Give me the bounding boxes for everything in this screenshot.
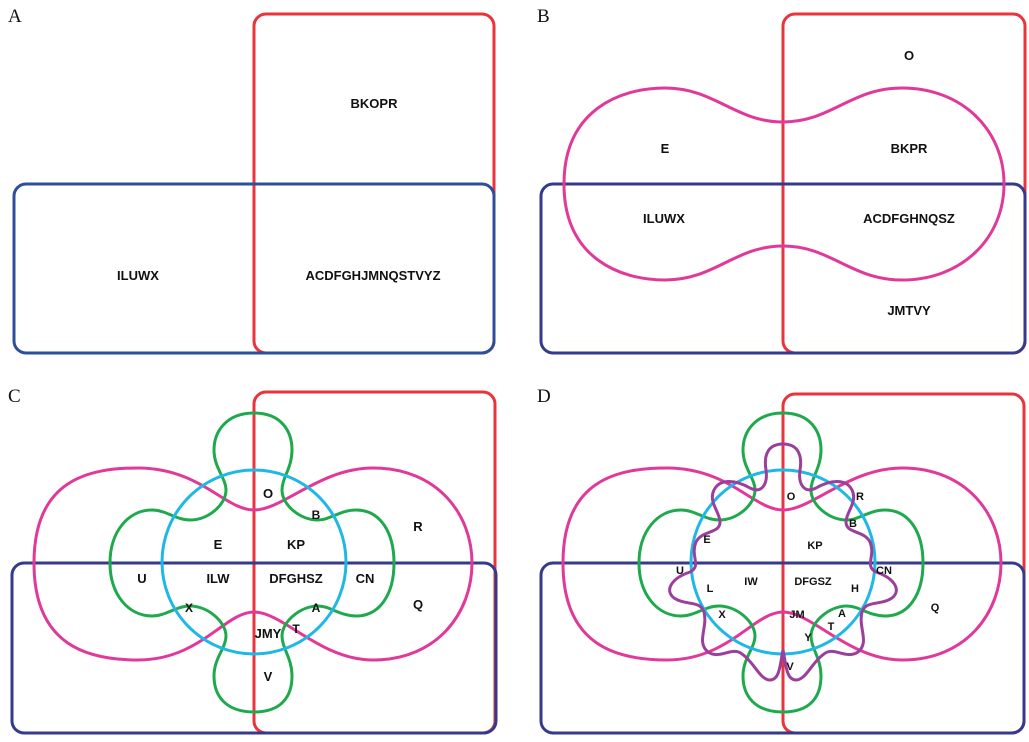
panel-d-region-O: O — [787, 491, 796, 503]
panel-b-region-magenta-red-navy: ACDFGHNQSZ — [863, 211, 955, 226]
panel-d-region-IW: IW — [744, 576, 758, 588]
panel-c-region-B: B — [312, 508, 321, 522]
panel-c-region-U: U — [137, 571, 146, 586]
panel-b-region-red-only: O — [904, 48, 914, 63]
panel-d-region-KP: KP — [807, 540, 822, 552]
panel-d-region-B: B — [849, 518, 857, 530]
panel-c-navy-set — [10, 561, 498, 735]
panel-c-region-V: V — [264, 669, 273, 684]
panel-d-region-T: T — [828, 621, 835, 633]
panel-c-region-X: X — [185, 601, 193, 615]
panel-d-region-CN: CN — [876, 565, 892, 577]
panel-c-region-O: O — [263, 486, 273, 501]
panel-a: A BKOPR ILUWX ACDFGHJMNQSTVYZ — [8, 6, 496, 355]
panel-d-letter: D — [537, 386, 551, 407]
panel-c-region-R: R — [413, 519, 423, 534]
panel-b-region-magenta-red: BKPR — [891, 141, 928, 156]
panel-a-blue-set — [12, 182, 496, 355]
panel-b-region-magenta-only: E — [661, 141, 670, 156]
panel-c-magenta-set — [32, 466, 474, 662]
panel-d-region-DFGSZ: DFGSZ — [794, 576, 832, 588]
panel-d-region-A: A — [838, 608, 846, 620]
panel-c-region-ILW: ILW — [206, 571, 230, 586]
panel-c-region-E: E — [214, 537, 223, 552]
panel-c-region-T: T — [292, 622, 300, 636]
panel-c-region-KP: KP — [287, 537, 305, 552]
panel-c-cyan-set — [160, 468, 348, 656]
panel-d-region-H: H — [851, 583, 859, 595]
panel-a-region-red-only: BKOPR — [351, 96, 399, 111]
panel-b: B O E BKPR ILUWX ACDFGHNQSZ JMTVY — [537, 6, 1027, 355]
panel-a-region-blue-only: ILUWX — [117, 268, 159, 283]
panel-d-region-X: X — [718, 609, 726, 621]
panel-d-region-Y: Y — [804, 632, 812, 644]
panel-d-region-V: V — [786, 661, 794, 673]
panel-d-region-U: U — [676, 565, 684, 577]
panel-d-purple-set — [668, 442, 898, 682]
panel-b-navy-set — [539, 182, 1027, 355]
panel-c-region-Q: Q — [413, 597, 423, 612]
panel-d: D O R B E KP U IW DFGSZ CN L H Q X JM A … — [537, 386, 1026, 735]
panel-d-region-R: R — [856, 491, 864, 503]
panel-b-region-red-navy: JMTVY — [887, 303, 931, 318]
panel-c-region-JMY: JMY — [255, 626, 282, 641]
panel-b-letter: B — [537, 6, 550, 27]
panel-d-region-JM: JM — [789, 609, 804, 621]
panel-c-region-DFGHSZ: DFGHSZ — [269, 571, 323, 586]
panel-c-region-A: A — [312, 601, 321, 615]
panel-a-letter: A — [8, 6, 22, 27]
panel-d-region-E: E — [703, 534, 710, 546]
panel-b-magenta-set — [562, 86, 1006, 282]
panel-c-letter: C — [8, 386, 21, 407]
panel-c-region-CN: CN — [356, 571, 375, 586]
panel-c: C O B E KP R U ILW DFGHSZ CN Q X A T JMY… — [8, 386, 498, 735]
panel-d-region-L: L — [707, 583, 714, 595]
panel-d-magenta-set — [561, 466, 1003, 662]
panel-d-navy-set — [539, 561, 1026, 735]
panel-d-region-Q: Q — [931, 602, 940, 614]
panel-b-region-magenta-navy: ILUWX — [643, 211, 685, 226]
panel-a-region-red-blue: ACDFGHJMNQSTVYZ — [305, 268, 440, 283]
